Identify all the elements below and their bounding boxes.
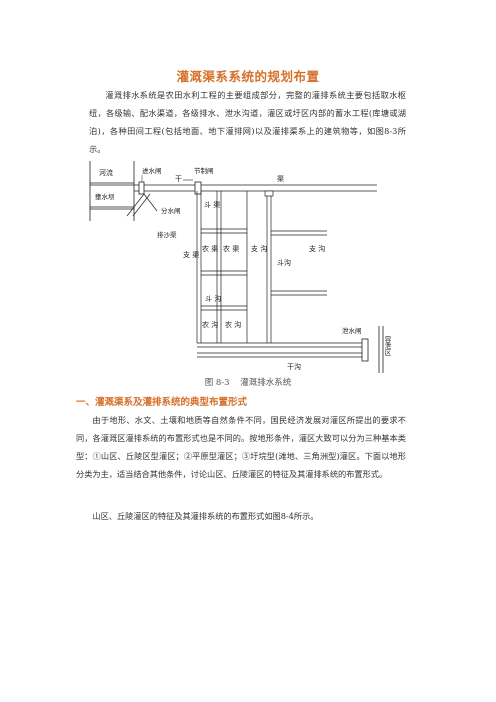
figure-caption: 图 8-3 灌溉排水系统 (0, 376, 496, 388)
sand-canal (126, 193, 158, 217)
main-canal (134, 184, 377, 192)
branch-ditch-label-2: 支 沟 (309, 244, 325, 253)
farm-canal-label-2: 农 渠 (223, 244, 239, 253)
lateral-ditch-label-1: 斗 沟 (205, 294, 221, 303)
irrigation-system-diagram: 河流 壅水坝 干 渠 进水闸 节制闸 分水闸 排沙渠 (89, 161, 391, 373)
intro-paragraph: 灌溉排水系统是农田水利工程的主要组成部分，完整的灌排系统主要包括取水枢纽，各级输… (89, 90, 406, 154)
caption-number: 图 8-3 (204, 378, 230, 388)
receiving-area-label: 容泄区 (383, 335, 391, 356)
section-paragraph-2: 山区、丘陵灌区的特征及其灌排系统的布置形式如图8-4所示。 (92, 511, 319, 521)
branch-gate (264, 190, 274, 197)
section-heading: 一、灌溉渠系及灌排系统的典型布置形式 (76, 397, 248, 408)
main-ditch-label: 干沟 (287, 362, 301, 371)
field-grid (196, 191, 327, 343)
section-paragraph-1: 由于地形、水文、土壤和地质等自然条件不同，国民经济发展对灌区所提出的要求不同，各… (76, 415, 406, 479)
drain-gate (361, 338, 369, 362)
farm-canal-label-1: 农 渠 (202, 244, 218, 253)
main-canal-label-2: 渠 (277, 174, 284, 183)
intake-gate (138, 181, 145, 195)
dam-label: 壅水坝 (95, 192, 115, 201)
check-gate-label: 节制闸 (194, 166, 214, 175)
main-canal-label-1: 干 (175, 175, 182, 183)
caption-text: 灌溉排水系统 (240, 378, 292, 388)
farm-ditch-label-2: 农 沟 (225, 320, 241, 329)
river (89, 161, 135, 221)
farm-ditch-label-1: 农 沟 (202, 320, 218, 329)
main-ditch (197, 342, 362, 358)
check-gate (194, 181, 202, 195)
sand-canal-label: 排沙渠 (157, 230, 177, 239)
branch-ditch-label-1: 支 沟 (251, 244, 267, 253)
lateral-ditch-label-2: 斗沟 (277, 258, 291, 267)
lateral-canal-label: 斗 渠 (204, 200, 220, 209)
branch-canal-label: 支 渠 (183, 250, 199, 259)
receiving-area (378, 326, 384, 373)
intake-gate-label: 进水闸 (142, 166, 162, 175)
river-label: 河流 (99, 168, 113, 177)
page-title: 灌溉渠系系统的规划布置 (176, 69, 320, 84)
drain-gate-label: 泄水闸 (342, 326, 362, 335)
diversion-gate-label: 分水闸 (161, 206, 181, 215)
